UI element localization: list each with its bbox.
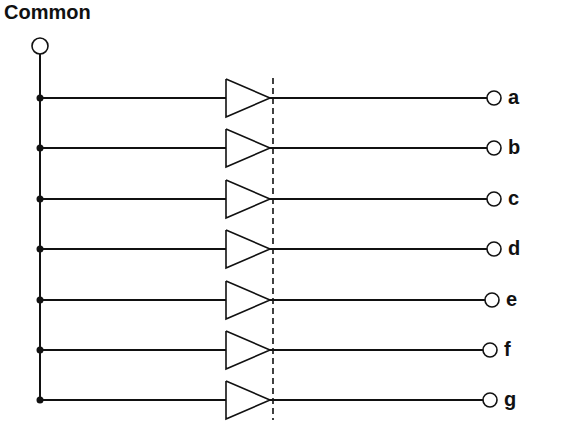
segment-label: d	[508, 238, 520, 258]
anode-wire	[40, 349, 226, 351]
diode-symbol	[226, 381, 270, 419]
segment-label: b	[508, 137, 520, 157]
segment-label: g	[504, 389, 516, 409]
segment-label: f	[504, 339, 511, 359]
cathode-wire	[270, 349, 483, 351]
common-label: Common	[4, 2, 91, 22]
segment-terminal	[483, 343, 497, 357]
cathode-wire	[270, 299, 485, 301]
diode-symbol	[226, 230, 270, 268]
segment-label: c	[508, 188, 519, 208]
cathode-wire	[270, 399, 483, 401]
diode-symbol	[226, 331, 270, 369]
anode-wire	[40, 299, 226, 301]
cathode-wire	[270, 147, 487, 149]
cathode-wire	[270, 97, 487, 99]
anode-wire	[40, 97, 226, 99]
anode-wire	[40, 248, 226, 250]
segment-terminal	[487, 141, 501, 155]
segment-terminal	[487, 192, 501, 206]
diode-symbol	[226, 79, 270, 117]
cathode-wire	[270, 198, 487, 200]
anode-wire	[40, 399, 226, 401]
anode-wire	[40, 147, 226, 149]
anode-wire	[40, 198, 226, 200]
diode-symbol	[226, 281, 270, 319]
segment-label: e	[506, 289, 517, 309]
diode-symbol	[226, 180, 270, 218]
cathode-wire	[270, 248, 487, 250]
segment-terminal	[485, 293, 499, 307]
common-terminal	[32, 38, 48, 54]
segment-terminal	[487, 242, 501, 256]
segment-terminal	[483, 393, 497, 407]
diode-symbol	[226, 129, 270, 167]
segment-label: a	[508, 87, 519, 107]
segment-terminal	[487, 91, 501, 105]
